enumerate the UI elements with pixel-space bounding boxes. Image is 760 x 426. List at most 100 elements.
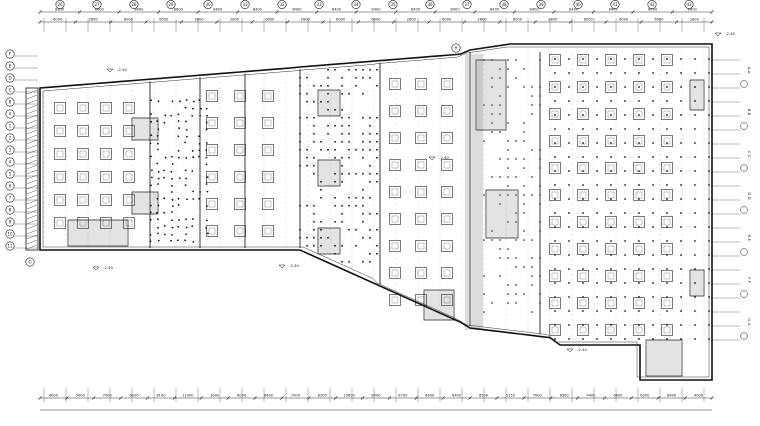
pile-cap	[100, 194, 112, 206]
pile-cap-inner	[635, 56, 643, 64]
pile-dot	[708, 296, 710, 298]
pile-cap-inner	[417, 188, 425, 196]
pile-dot	[708, 324, 710, 326]
grid-bubble-left	[5, 181, 15, 191]
pile-dot	[327, 68, 329, 71]
level-marker	[428, 156, 436, 161]
pile-dot	[306, 100, 308, 103]
grid-bubble-left-text: B	[9, 99, 12, 104]
grid-bubble-top-text: 37	[464, 2, 470, 7]
pile-dot	[320, 180, 322, 183]
pile-dot	[192, 190, 195, 193]
top-dim-inner-tick	[144, 20, 148, 24]
pile-dot	[610, 338, 612, 340]
pile-dot	[362, 132, 364, 135]
pile-cap	[415, 78, 427, 90]
top-dim-outer-label: 8400	[253, 8, 263, 12]
pile-cap-inner	[635, 191, 643, 199]
pile-dot	[680, 310, 682, 312]
pile-dot	[666, 338, 668, 340]
grid-bubble-left	[5, 229, 15, 239]
pile-dot	[568, 142, 570, 144]
pile-dot	[554, 128, 556, 130]
pile-dot	[680, 184, 682, 186]
pile-cap	[605, 54, 617, 66]
grid-bubble-top	[55, 0, 65, 9]
top-dim-outer-label: 8400	[609, 8, 619, 12]
pile-dot	[624, 184, 626, 186]
pile-dot	[531, 266, 533, 268]
pile-dot	[582, 198, 584, 200]
pile-dot	[610, 114, 612, 116]
pile-dot	[355, 84, 357, 87]
pile-dot	[170, 191, 173, 193]
pile-dot	[638, 128, 640, 130]
pile-dot	[341, 156, 343, 159]
pile-cap-inner	[264, 227, 272, 235]
pile-cap-inner	[56, 104, 64, 112]
bottom-dim-tick	[522, 396, 526, 400]
pile-dot	[568, 310, 570, 312]
pile-cap	[441, 78, 453, 90]
pile-dot	[666, 58, 668, 60]
pile-dot	[694, 198, 696, 200]
pile-dot	[596, 212, 598, 214]
pile-dot	[666, 128, 668, 130]
pile-dot	[694, 184, 696, 186]
grid-bubble-top	[425, 0, 435, 9]
pile-dot	[680, 156, 682, 158]
bottom-dim-tick	[38, 396, 42, 400]
grid-bubble-top-text: 31	[242, 2, 248, 7]
pile-cap	[549, 297, 561, 309]
pile-cap	[389, 213, 401, 225]
pile-dot	[192, 198, 195, 200]
pile-dot	[320, 84, 322, 87]
pile-dot	[192, 100, 195, 103]
pile-dot	[582, 282, 584, 284]
pile-dot	[185, 157, 188, 159]
pile-dot	[499, 131, 501, 133]
pile-cap	[123, 125, 135, 137]
level-marker	[566, 348, 574, 353]
pile-dot	[362, 116, 364, 119]
pile-dot	[192, 156, 195, 158]
grid-bubble-left	[5, 241, 15, 251]
wall-hatch	[26, 114, 38, 120]
pile-dot	[624, 296, 626, 298]
bottom-dim-tick	[414, 396, 419, 400]
pile-dot	[666, 100, 668, 102]
pile-dot	[554, 310, 556, 312]
pile-dot	[369, 172, 371, 175]
pile-cap-inner	[264, 92, 272, 100]
pile-dot	[554, 198, 556, 200]
pile-dot	[531, 86, 533, 88]
pile-cap	[77, 217, 89, 229]
pile-cap	[577, 189, 589, 201]
grid-bubble-top	[166, 0, 176, 9]
pile-dot	[652, 198, 654, 200]
pile-cap-inner	[264, 173, 272, 181]
pile-cap-inner	[635, 272, 643, 280]
pile-dot	[306, 164, 308, 167]
pile-dot	[507, 185, 509, 187]
top-dim-outer-label: 8400	[450, 8, 460, 12]
pile-dot	[531, 176, 533, 178]
pile-cap-inner	[417, 215, 425, 223]
pile-dot	[149, 233, 152, 236]
pile-cap-inner	[417, 134, 425, 142]
wall-hatch	[26, 219, 38, 225]
pile-cap	[234, 171, 246, 183]
top-dim-inner-label: 2800	[88, 18, 98, 22]
pile-dot	[680, 198, 682, 200]
pile-dot	[708, 86, 710, 88]
pile-dot	[313, 84, 315, 87]
top-dim-outer-tick	[77, 10, 82, 14]
pile-dot	[610, 184, 612, 186]
pile-dot	[708, 184, 710, 186]
pile-cap-inner	[579, 137, 587, 145]
level-marker	[92, 266, 100, 271]
grid-bubble-mid	[451, 43, 461, 53]
pile-dot	[172, 205, 174, 208]
pile-cap-inner	[391, 215, 399, 223]
top-dim-inner-label: 6000	[265, 18, 275, 22]
